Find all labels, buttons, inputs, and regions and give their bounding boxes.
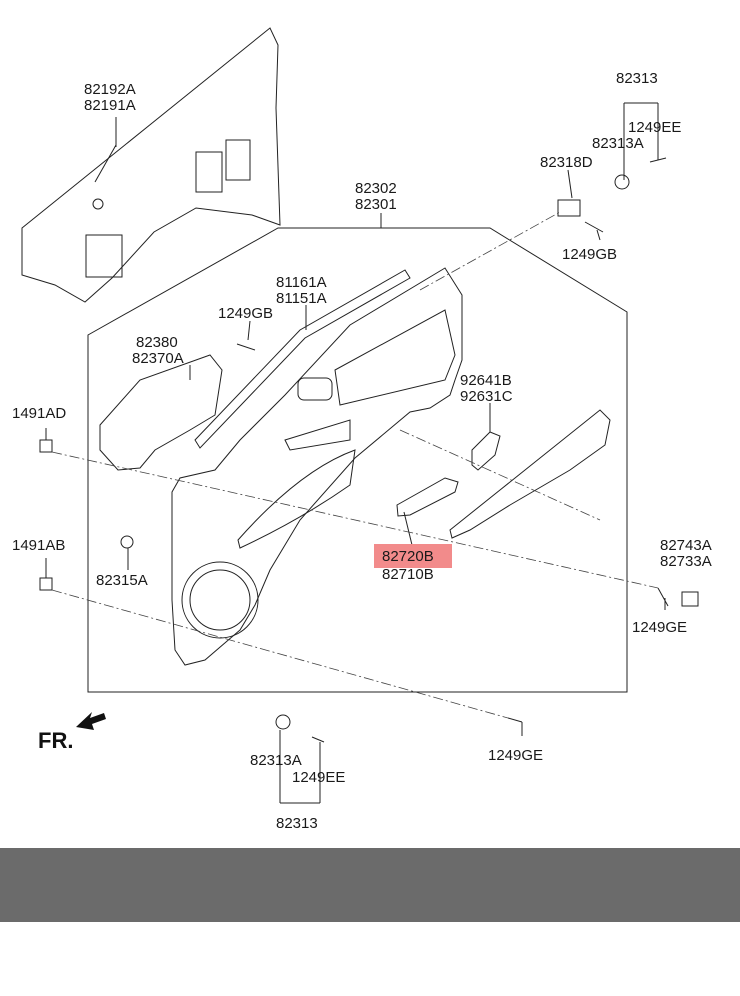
label-82720B: 82720B (382, 548, 434, 565)
label-82315A: 82315A (96, 572, 148, 589)
label-82192A: 82192A (84, 81, 136, 98)
label-82710B: 82710B (382, 566, 434, 583)
door-trim-frame-box (87, 227, 628, 693)
label-82313-top: 82313 (616, 70, 658, 87)
label-92641B: 92641B (460, 372, 512, 389)
label-81151A: 81151A (276, 290, 327, 307)
label-1249GE-bottom: 1249GE (488, 747, 543, 764)
door-insulation-panel (21, 27, 281, 303)
label-92631C: 92631C (460, 388, 513, 405)
pull-handle (396, 477, 459, 517)
label-1249EE-top: 1249EE (628, 119, 681, 136)
door-trim-panel (171, 267, 463, 666)
label-82313A-top: 82313A (592, 135, 644, 152)
label-82370A: 82370A (132, 350, 184, 367)
label-1249GB-right: 1249GB (562, 246, 617, 263)
part-highlight-box (374, 544, 452, 568)
label-1491AD: 1491AD (12, 405, 66, 422)
label-82191A: 82191A (84, 97, 136, 114)
label-1249GB-left: 1249GB (218, 305, 273, 322)
label-82733A: 82733A (660, 553, 712, 570)
label-82313-bottom: 82313 (276, 815, 318, 832)
label-82318D: 82318D (540, 154, 593, 171)
part-number-footer: HYUNDAI KIA - 827604E000GW N - 82720B (0, 848, 740, 974)
label-1491AB: 1491AB (12, 537, 65, 554)
door-trim-exploded-diagram: 82192A 82191A 82313 1249EE 82313A 82318D… (12, 27, 712, 832)
label-82301: 82301 (355, 196, 397, 213)
label-81161A: 81161A (276, 274, 327, 291)
moulding-strip (194, 269, 411, 449)
switch-panel-cover (471, 431, 501, 471)
front-label: FR. (38, 728, 73, 753)
label-82743A: 82743A (660, 537, 712, 554)
part-number-text: HYUNDAI KIA - 827604E000GW N - 82720B (62, 944, 639, 974)
label-1249EE-bottom: 1249EE (292, 769, 345, 786)
armrest-cover (449, 409, 611, 539)
parts-diagram-page: 82192A 82191A 82313 1249EE 82313A 82318D… (0, 27, 740, 974)
label-82380: 82380 (136, 334, 178, 351)
label-82313A-bottom: 82313A (250, 752, 302, 769)
label-82302: 82302 (355, 180, 397, 197)
speaker-grille-trim (99, 354, 223, 471)
front-direction-arrow (76, 712, 106, 730)
label-1249GE-right: 1249GE (632, 619, 687, 636)
